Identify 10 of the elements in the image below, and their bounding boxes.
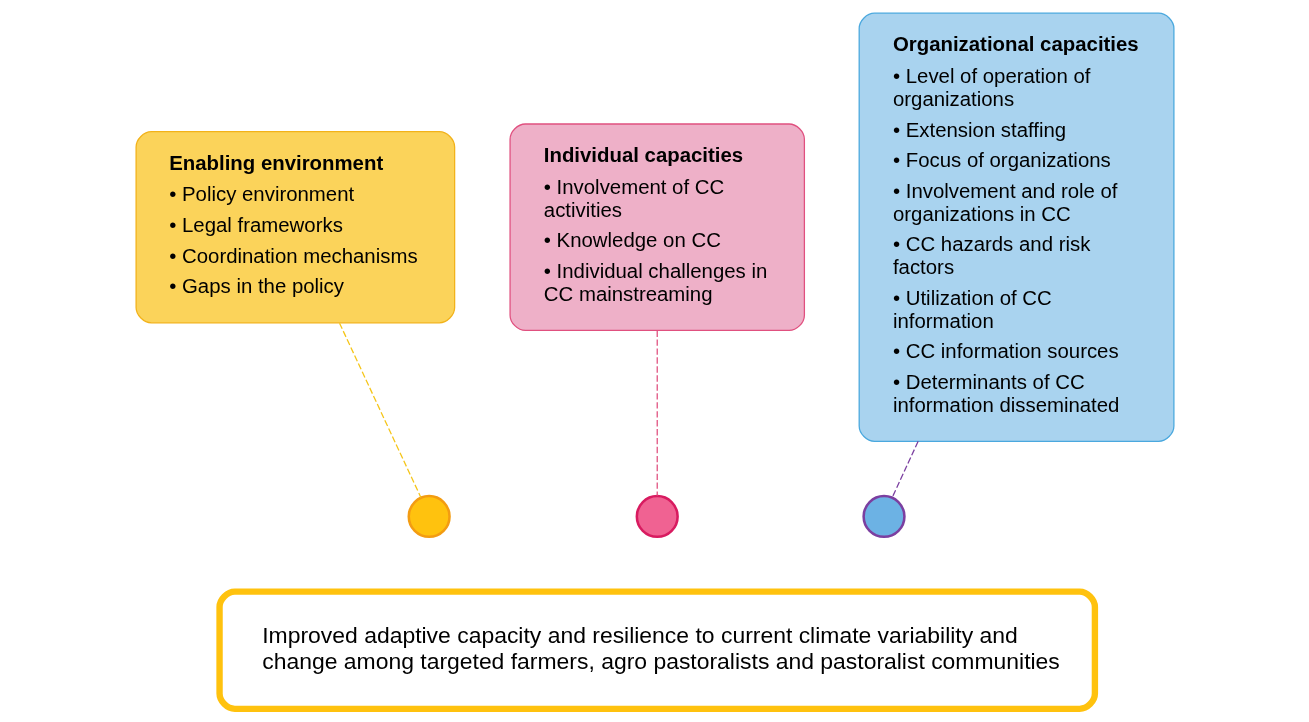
node-box: Improved adaptive capacity and resilience to current climate variability and change among targeted farmers, agro pastoralists and pastoralist communities [215, 588, 1098, 713]
node-circle [407, 494, 451, 539]
node-circle [635, 494, 679, 539]
node-box: Individual capacities • Involvement of CC activities • Knowledge on CC • Individual challenges in CC mainstreaming [508, 123, 805, 332]
connector [656, 330, 658, 497]
node-circle [861, 494, 906, 539]
connector [338, 322, 422, 499]
node-box: Organizational capacities • Level of operation of organizations • Extension staffing • Focus of organizations • Involvement and role of organizations in CC • CC hazards and risk factors • Utilization of CC information • CC information sources • Determinants of CC information disseminated [858, 12, 1175, 442]
connector [891, 440, 919, 499]
node-box: Enabling environment • Policy environment • Legal frameworks • Coordination mechanisms • Gaps in the policy [134, 131, 455, 324]
